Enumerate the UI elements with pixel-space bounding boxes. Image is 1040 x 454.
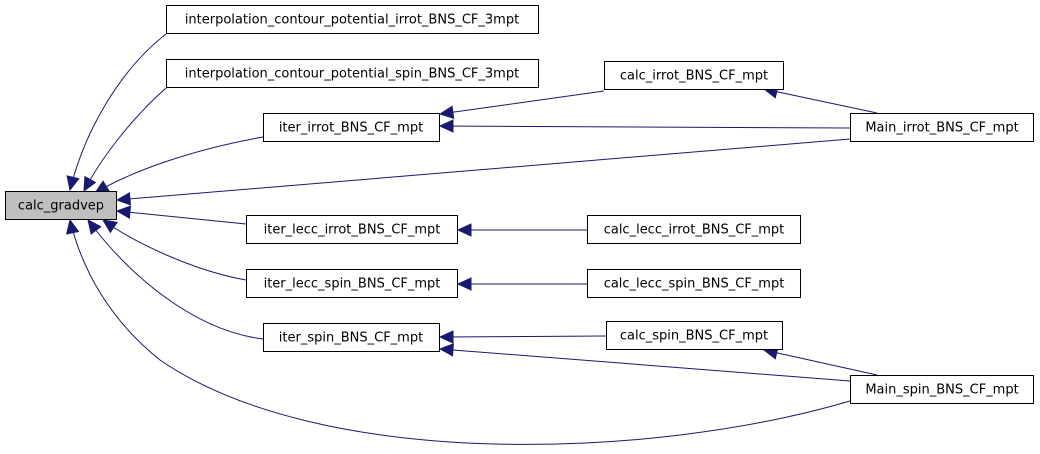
edge-line <box>94 136 264 194</box>
arrowhead-icon <box>456 223 472 237</box>
edges-layer <box>65 33 878 445</box>
arrowhead-icon <box>115 192 132 206</box>
edge-interp-spin-to-calc-gradvep <box>83 87 167 193</box>
edge-line <box>69 33 167 191</box>
edge-line <box>83 87 167 192</box>
node-iter-lecc-spin[interactable]: iter_lecc_spin_BNS_CF_mpt <box>246 269 458 298</box>
edge-calc-irrot-to-iter-irrot <box>438 90 605 119</box>
node-label: interpolation_contour_potential_irrot_BN… <box>185 13 519 28</box>
node-calc-irrot[interactable]: calc_irrot_BNS_CF_mpt <box>604 61 784 90</box>
edge-iter-lecc-spin-to-calc-gradvep <box>102 219 247 281</box>
node-iter-irrot[interactable]: iter_irrot_BNS_CF_mpt <box>263 113 440 142</box>
node-label: calc_lecc_spin_BNS_CF_mpt <box>604 277 785 292</box>
arrowhead-icon <box>65 218 80 235</box>
edge-interp-irrot-to-calc-gradvep <box>66 33 167 192</box>
edge-line <box>439 90 605 115</box>
edge-line <box>69 219 851 445</box>
edge-iter-irrot-to-calc-gradvep <box>93 136 264 194</box>
node-label: Main_spin_BNS_CF_mpt <box>865 383 1018 398</box>
node-label: interpolation_contour_potential_spin_BNS… <box>185 67 519 82</box>
node-calc-spin[interactable]: calc_spin_BNS_CF_mpt <box>606 321 783 350</box>
arrowhead-icon <box>438 119 454 133</box>
node-iter-spin[interactable]: iter_spin_BNS_CF_mpt <box>263 323 440 352</box>
edge-line <box>116 138 851 201</box>
edge-line <box>763 349 878 376</box>
edge-main-spin-to-calc-spin <box>762 346 878 376</box>
node-calc-lecc-spin[interactable]: calc_lecc_spin_BNS_CF_mpt <box>587 269 801 298</box>
edge-calc-spin-to-iter-spin <box>438 330 607 344</box>
node-interpolation-contour-potential-irrot[interactable]: interpolation_contour_potential_irrot_BN… <box>166 5 539 34</box>
edge-iter-spin-to-calc-gradvep <box>87 219 264 340</box>
edge-main-spin-to-iter-spin <box>438 343 851 382</box>
edge-main-spin-to-calc-gradvep <box>65 218 851 445</box>
edge-calc-lecc-spin-to-iter-lecc-spin <box>456 277 587 291</box>
edge-line <box>439 348 851 382</box>
edge-line <box>102 219 247 281</box>
node-main-irrot[interactable]: Main_irrot_BNS_CF_mpt <box>850 113 1034 142</box>
edge-line <box>763 88 878 114</box>
edge-main-irrot-to-calc-gradvep <box>115 138 851 206</box>
arrowhead-icon <box>115 205 132 219</box>
edge-iter-lecc-irrot-to-calc-gradvep <box>115 205 247 225</box>
edge-line <box>116 210 247 225</box>
arrowhead-icon <box>438 105 455 119</box>
node-main-spin[interactable]: Main_spin_BNS_CF_mpt <box>850 375 1034 404</box>
node-iter-lecc-irrot[interactable]: iter_lecc_irrot_BNS_CF_mpt <box>246 215 458 244</box>
arrowhead-icon <box>83 175 97 193</box>
arrowhead-icon <box>66 175 80 192</box>
node-label: Main_irrot_BNS_CF_mpt <box>865 121 1018 136</box>
arrowhead-icon <box>438 330 454 344</box>
node-label: calc_irrot_BNS_CF_mpt <box>620 69 768 84</box>
node-label: iter_lecc_irrot_BNS_CF_mpt <box>264 223 441 238</box>
edge-main-irrot-to-calc-irrot <box>762 85 878 114</box>
edge-line <box>439 335 607 338</box>
node-label: iter_irrot_BNS_CF_mpt <box>279 121 423 136</box>
arrowhead-icon <box>456 277 472 291</box>
arrowhead-icon <box>87 219 102 235</box>
edge-calc-lecc-irrot-to-iter-lecc-irrot <box>456 223 587 237</box>
node-label: iter_lecc_spin_BNS_CF_mpt <box>264 277 441 292</box>
node-interpolation-contour-potential-spin[interactable]: interpolation_contour_potential_spin_BNS… <box>166 59 539 88</box>
node-label: calc_lecc_irrot_BNS_CF_mpt <box>604 223 785 238</box>
node-label: iter_spin_BNS_CF_mpt <box>279 331 423 346</box>
node-calc-gradvep[interactable]: calc_gradvep <box>5 191 117 220</box>
arrowhead-icon <box>102 219 118 234</box>
edge-line <box>439 125 851 129</box>
edge-main-irrot-to-iter-irrot <box>438 119 851 133</box>
node-label: calc_spin_BNS_CF_mpt <box>620 329 768 344</box>
arrowhead-icon <box>438 343 454 357</box>
node-calc-lecc-irrot[interactable]: calc_lecc_irrot_BNS_CF_mpt <box>587 215 801 244</box>
node-label: calc_gradvep <box>18 199 104 214</box>
edge-line <box>87 219 264 340</box>
